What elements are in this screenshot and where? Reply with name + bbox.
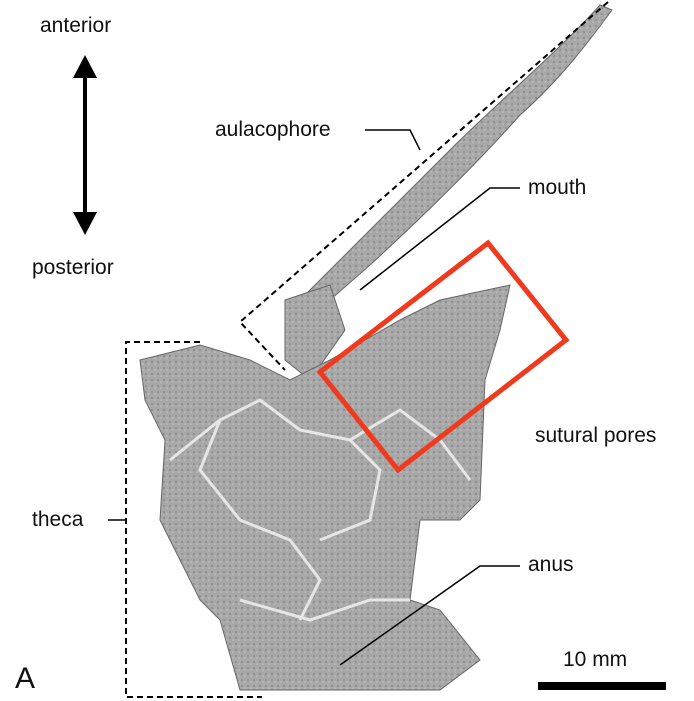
- label-sutural-pores: sutural pores: [535, 424, 657, 447]
- aulacophore-base: [284, 284, 346, 381]
- orientation-arrow: [73, 55, 97, 235]
- anus-leader-line: [339, 565, 520, 666]
- plate-sutures: [169, 398, 472, 622]
- label-aulacophore: aulacophore: [215, 118, 331, 141]
- theca-body: [139, 284, 511, 691]
- scale-bar: [538, 682, 666, 690]
- sutural-pores-highlight-box: [316, 239, 570, 474]
- aulacophore-leader-line: [365, 129, 421, 151]
- label-posterior: posterior: [32, 256, 114, 279]
- aulacophore-stalk: [298, 4, 613, 301]
- label-mouth: mouth: [528, 176, 587, 199]
- scale-bar-label: 10 mm: [563, 648, 628, 671]
- aulacophore-bracket: [238, 1, 609, 371]
- label-theca: theca: [32, 508, 84, 531]
- label-anterior: anterior: [40, 14, 112, 37]
- panel-label: A: [15, 662, 36, 695]
- mouth-leader-line: [359, 187, 520, 291]
- label-anus: anus: [528, 553, 574, 576]
